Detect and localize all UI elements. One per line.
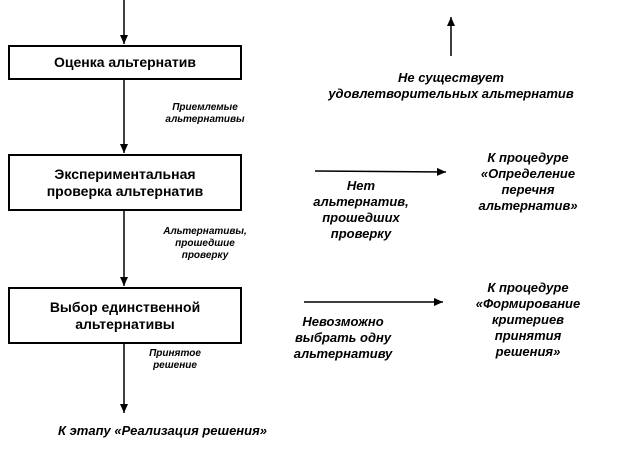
label-no-passed: Нет альтернатив, прошедших проверку [313, 178, 409, 241]
label-to-criteria-procedure: К процедуре «Формирование критериев прин… [475, 280, 581, 359]
label-no-satisfying: Не существует удовлетворительных альтерн… [328, 70, 574, 101]
label-to-list-procedure: К процедуре «Определение перечня альтерн… [478, 150, 578, 213]
label-accepted: Принятое решение [149, 348, 201, 371]
arrow-to-list-procedure [314, 167, 447, 176]
box-evaluate-alternatives: Оценка альтернатив [8, 45, 242, 80]
box-choose-single: Выбор единственной альтернативы [8, 287, 242, 344]
label-acceptable: Приемлемые альтернативы [165, 102, 245, 125]
box-experiment-text: Экспериментальная проверка альтернатив [46, 165, 204, 199]
label-cannot-choose: Невозможно выбрать одну альтернативу [293, 314, 393, 361]
label-passed: Альтернативы, прошедшие проверку [163, 226, 247, 261]
label-to-stage: К этапу «Реализация решения» [58, 423, 267, 438]
box-choose-text: Выбор единственной альтернативы [49, 298, 201, 332]
box-experimental-check: Экспериментальная проверка альтернатив [8, 154, 242, 211]
box-evaluate-text: Оценка альтернатив [54, 54, 196, 70]
